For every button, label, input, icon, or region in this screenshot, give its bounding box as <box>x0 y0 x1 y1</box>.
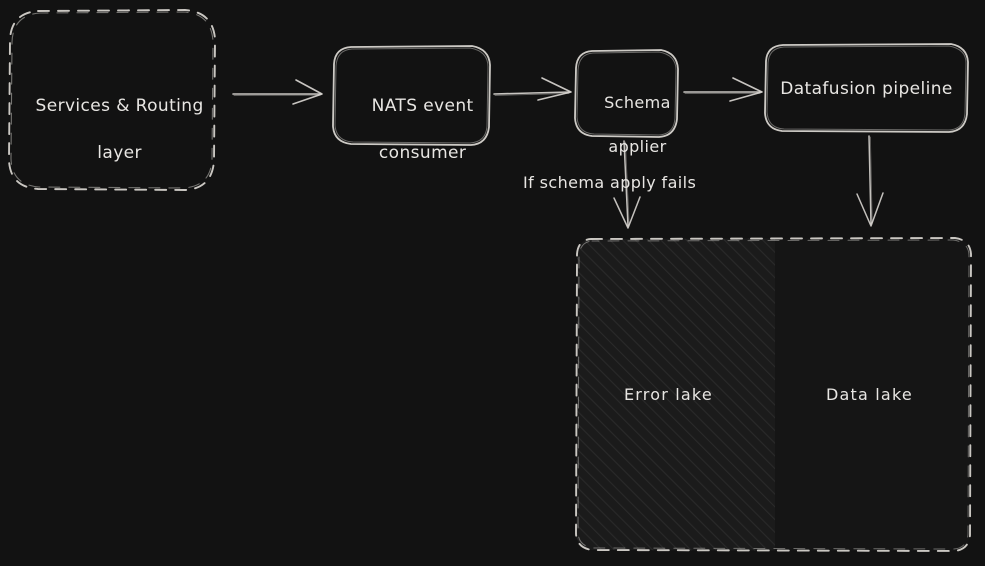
edge-datafusion-to-data-lake[interactable] <box>856 135 884 227</box>
data-lake-label: Data lake <box>826 385 913 404</box>
services-routing-layer-label-line1: Services & Routing <box>35 96 204 117</box>
edge-services-to-nats[interactable] <box>232 79 323 105</box>
data-lake-region[interactable] <box>775 239 971 550</box>
services-routing-layer-label-line2: layer <box>97 143 142 164</box>
schema-applier-label: Schema applier <box>575 70 678 180</box>
datafusion-pipeline-node[interactable] <box>765 44 968 132</box>
nats-event-consumer-label-line1: NATS event <box>371 96 474 117</box>
error-lake-label: Error lake <box>624 385 713 404</box>
error-lake-region[interactable] <box>576 239 775 550</box>
nats-event-consumer-label: NATS event consumer <box>332 72 490 189</box>
nats-event-consumer-node[interactable] <box>332 46 490 145</box>
datafusion-pipeline-label: Datafusion pipeline <box>780 79 953 99</box>
schema-applier-node[interactable] <box>575 50 678 137</box>
schema-applier-label-line1: Schema <box>604 93 671 113</box>
edge-label-if-schema-apply-fails: If schema apply fails <box>523 173 697 192</box>
edge-schema-to-datafusion[interactable] <box>683 77 763 102</box>
services-routing-layer-label: Services & Routing layer <box>8 72 208 189</box>
services-routing-layer-node[interactable] <box>8 10 216 190</box>
edge-nats-to-schema[interactable] <box>493 77 572 101</box>
nats-event-consumer-label-line2: consumer <box>378 143 467 164</box>
schema-applier-label-line2: applier <box>608 137 667 157</box>
